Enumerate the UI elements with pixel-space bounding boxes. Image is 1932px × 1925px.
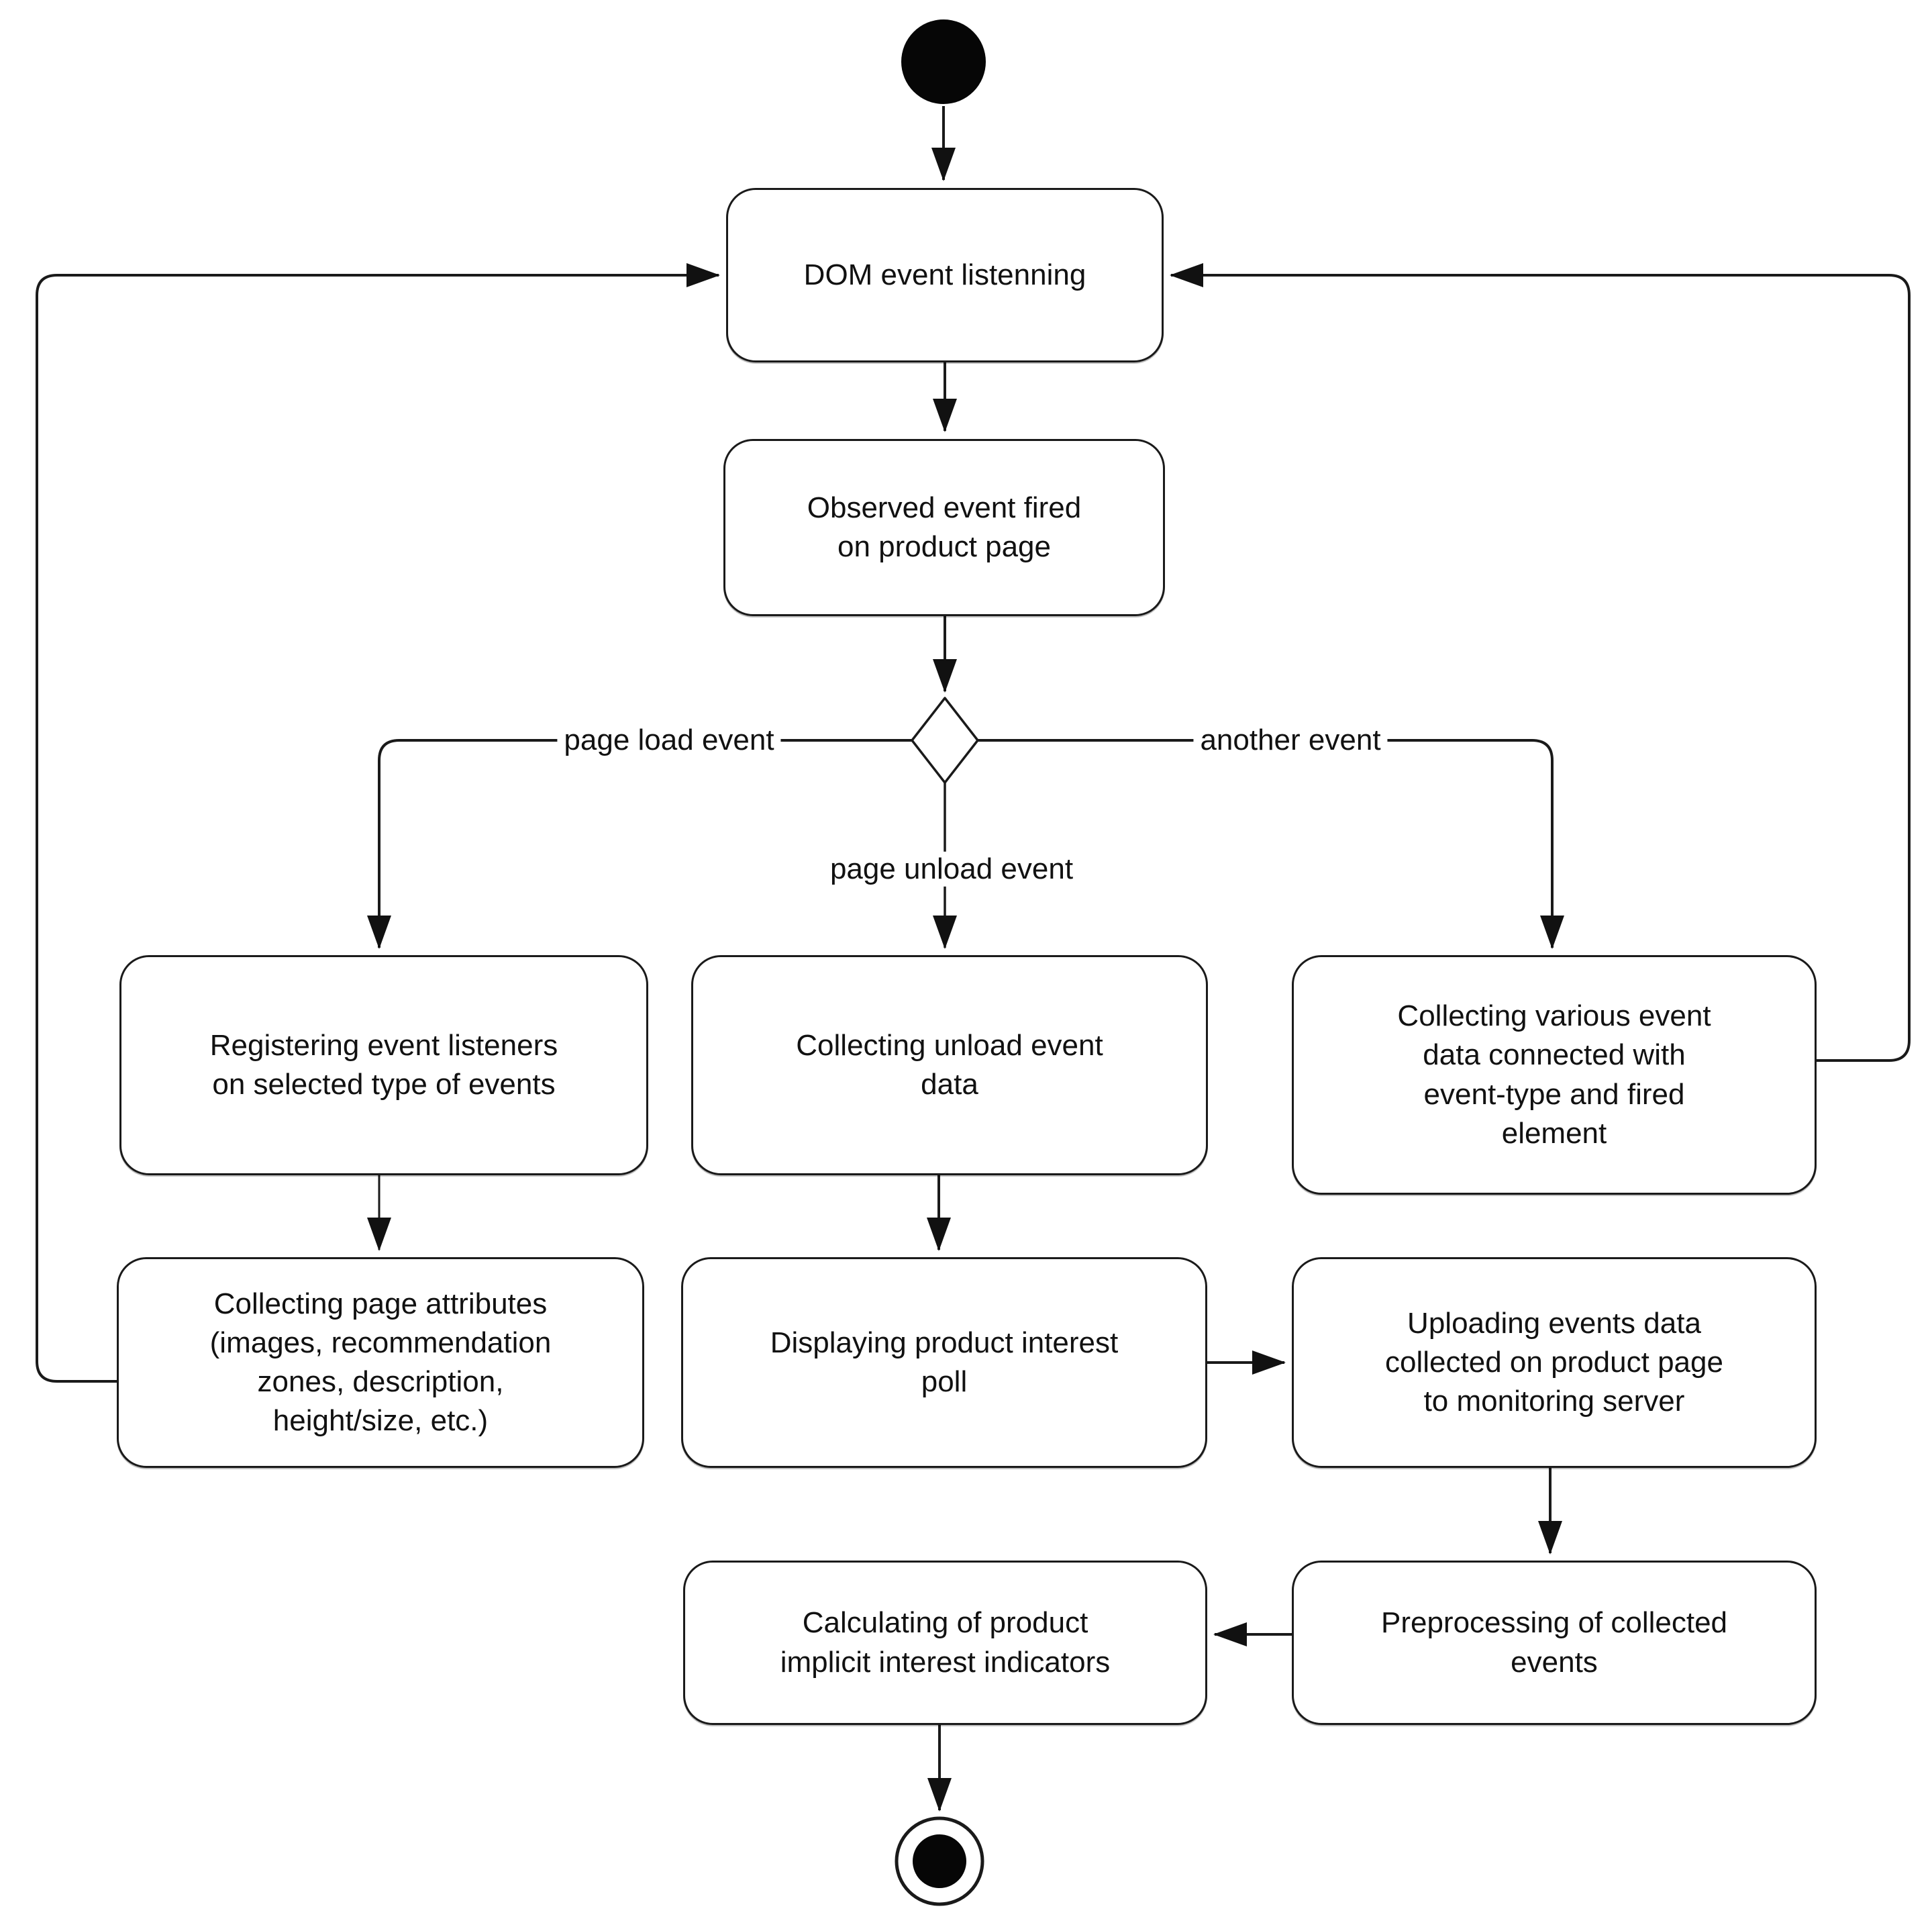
activity-observed-event-fired: Observed event fired on product page bbox=[723, 439, 1165, 616]
activity-collecting-page-attributes: Collecting page attributes (images, reco… bbox=[117, 1257, 644, 1468]
final-node-core bbox=[913, 1834, 966, 1888]
edge-another-event-branch bbox=[977, 739, 1564, 949]
activity-dom-event-listening: DOM event listenning bbox=[726, 188, 1164, 362]
activity-collecting-various-event-data: Collecting various event data connected … bbox=[1292, 955, 1817, 1195]
edge-label-page-load-event: page load event bbox=[557, 722, 781, 758]
decision-diamond bbox=[911, 697, 979, 784]
edge-label-another-event: another event bbox=[1193, 722, 1388, 758]
edge-various-loop-to-dom bbox=[1170, 263, 1911, 1062]
start-node bbox=[901, 19, 986, 104]
edge-page-load-branch bbox=[367, 739, 913, 949]
activity-calculating-interest-indicators: Calculating of product implicit interest… bbox=[683, 1561, 1207, 1725]
edge-label-page-unload-event: page unload event bbox=[823, 851, 1080, 887]
activity-uploading-events-data: Uploading events data collected on produ… bbox=[1292, 1257, 1817, 1468]
activity-preprocessing-collected-events: Preprocessing of collected events bbox=[1292, 1561, 1817, 1725]
activity-collecting-unload-event-data: Collecting unload event data bbox=[691, 955, 1208, 1175]
activity-displaying-product-interest-poll: Displaying product interest poll bbox=[681, 1257, 1207, 1468]
edge-pageattr-loop-to-dom bbox=[36, 263, 720, 1383]
activity-registering-event-listeners: Registering event listeners on selected … bbox=[119, 955, 648, 1175]
